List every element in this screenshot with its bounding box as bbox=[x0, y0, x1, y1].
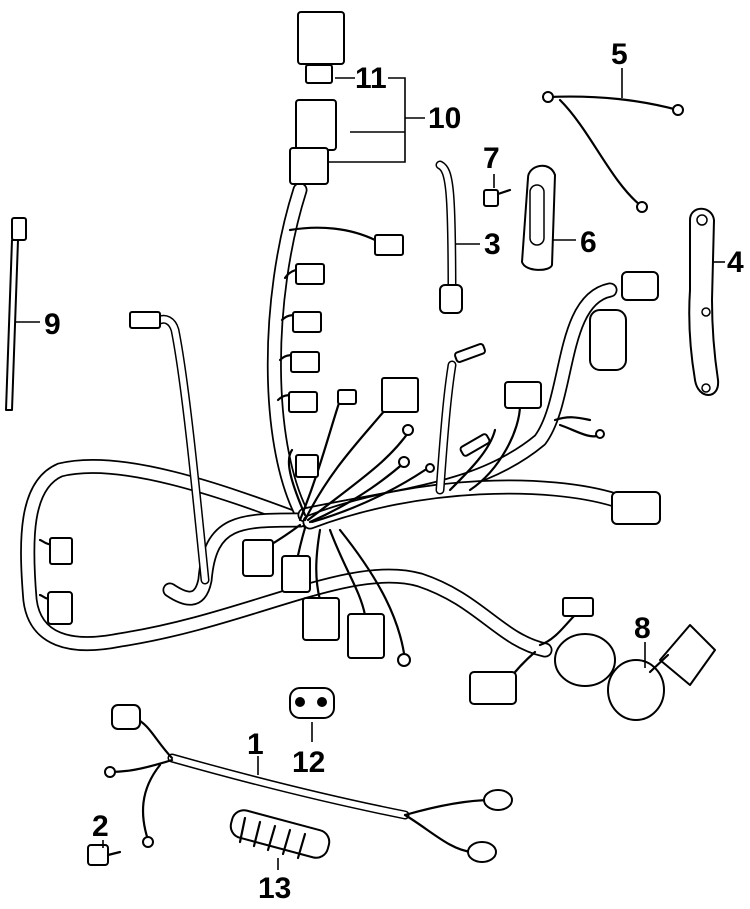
grommet-item-12 bbox=[289, 687, 335, 719]
bolt-item-7 bbox=[483, 188, 512, 207]
cable-tie-item-9 bbox=[5, 217, 27, 411]
relay-item-11 bbox=[289, 11, 345, 185]
callout-6: 6 bbox=[580, 226, 597, 259]
harness-connectors bbox=[47, 234, 661, 705]
callouts: 1 2 3 4 5 6 7 8 9 10 11 12 13 bbox=[44, 38, 744, 905]
leader-lines bbox=[16, 68, 725, 870]
ground-wire-item-5 bbox=[542, 91, 684, 213]
callout-8: 8 bbox=[634, 612, 651, 645]
callout-10: 10 bbox=[428, 102, 461, 135]
rubber-cap-item-8 bbox=[607, 624, 716, 721]
callout-12: 12 bbox=[292, 746, 325, 779]
callout-2: 2 bbox=[92, 810, 109, 843]
callout-13: 13 bbox=[258, 872, 291, 905]
callout-9: 9 bbox=[44, 308, 61, 341]
callout-5: 5 bbox=[611, 38, 628, 71]
callout-11: 11 bbox=[355, 62, 387, 95]
bolt-item-2 bbox=[87, 844, 122, 866]
spiral-tube-item-13 bbox=[229, 809, 331, 860]
cable-item-3 bbox=[435, 160, 463, 314]
callout-4: 4 bbox=[727, 246, 744, 279]
callout-7: 7 bbox=[483, 142, 500, 175]
bracket-item-6 bbox=[521, 164, 556, 271]
sub-harness-item-1 bbox=[104, 704, 513, 863]
strap-item-4 bbox=[688, 207, 720, 396]
callout-3: 3 bbox=[484, 228, 501, 261]
callout-1: 1 bbox=[247, 728, 264, 761]
